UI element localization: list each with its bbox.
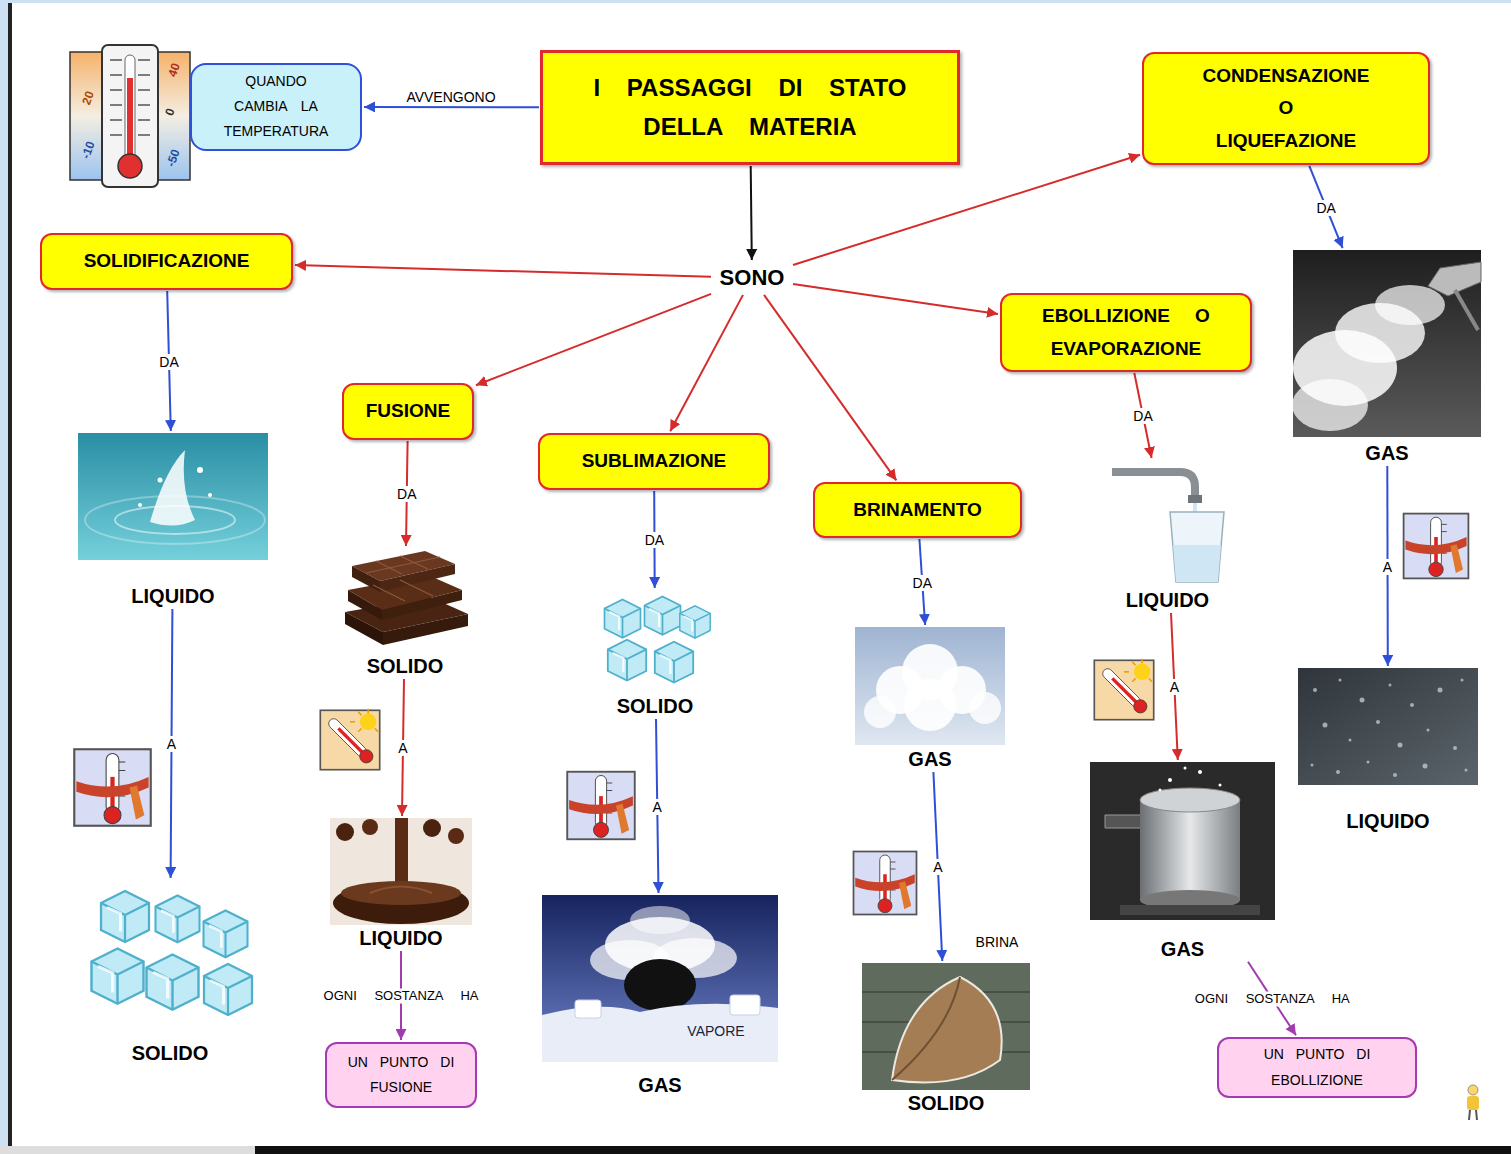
connector-arrow: [751, 166, 752, 260]
connector-arrow: [764, 295, 896, 481]
state-label: LIQUIDO: [1298, 809, 1478, 833]
state-picture: GAS: [855, 627, 1005, 771]
frosted-leaf-picture: [862, 963, 1030, 1090]
link-word: SONO: [712, 262, 792, 294]
hot-thermometer-icon: [1094, 659, 1153, 720]
steam-picture: [1292, 250, 1481, 437]
node-text: I PASSAGGI DI STATO DELLA MATERIA: [573, 69, 927, 146]
state-picture: SOLIDO: [340, 548, 470, 678]
state-picture: SOLIDO: [75, 880, 265, 1065]
process-box: FUSIONE: [342, 383, 474, 440]
property-box: UN PUNTO DI EBOLLIZIONE: [1217, 1037, 1417, 1098]
property-box: UN PUNTO DI FUSIONE: [325, 1042, 477, 1108]
edge-label: A: [1380, 558, 1395, 574]
title-box: I PASSAGGI DI STATO DELLA MATERIA: [540, 50, 960, 165]
picture-label: VAPORE: [687, 1023, 744, 1039]
state-picture: LIQUIDO: [78, 433, 268, 608]
state-picture: SOLIDO: [595, 590, 715, 718]
state-picture: SOLIDO: [862, 963, 1030, 1115]
process-box: BRINAMENTO: [813, 482, 1022, 538]
state-label: LIQUIDO: [78, 584, 268, 608]
connector-arrow: [670, 295, 743, 431]
edge-label: DA: [642, 532, 667, 548]
edge-label: DA: [394, 486, 419, 502]
edge-label: A: [395, 740, 410, 756]
node-text: FUSIONE: [354, 399, 462, 424]
dry-ice-picture: [542, 895, 778, 1062]
state-label: LIQUIDO: [1110, 588, 1225, 612]
cloud-picture: [855, 627, 1005, 745]
state-label: SOLIDO: [340, 654, 470, 678]
state-label: SOLIDO: [75, 1041, 265, 1065]
state-label: GAS: [542, 1073, 778, 1097]
node-text: SUBLIMAZIONE: [550, 449, 758, 474]
tap-glass-picture: [1112, 472, 1224, 582]
cold-thermometer-icon: [567, 772, 635, 840]
state-label: GAS: [855, 747, 1005, 771]
state-label: SOLIDO: [862, 1091, 1030, 1115]
edge-label: A: [164, 736, 179, 752]
node-text: UN PUNTO DI EBOLLIZIONE: [1244, 1042, 1390, 1092]
water-splash-picture: [78, 433, 268, 560]
edge-label: DA: [910, 574, 935, 590]
edge-label: DA: [156, 353, 181, 369]
boiling-pot-picture: [1090, 762, 1275, 920]
rain-drops-picture: [1298, 668, 1478, 785]
node-text: SOLIDIFICAZIONE: [52, 249, 281, 274]
edge-label: DA: [1130, 408, 1155, 424]
edge-label: A: [930, 859, 945, 875]
edge-label: A: [1167, 679, 1182, 695]
chocolate-bar-picture: [345, 551, 468, 645]
node-text: BRINAMENTO: [825, 498, 1010, 523]
state-picture: LIQUIDO: [1298, 668, 1478, 833]
state-picture: LIQUIDO: [1110, 460, 1225, 612]
process-box: SUBLIMAZIONE: [538, 433, 770, 490]
connector-arrow: [364, 106, 539, 108]
edge-label: DA: [1313, 199, 1338, 215]
edge-label: A: [650, 798, 665, 814]
cold-thermometer-icon: [1404, 514, 1469, 579]
state-picture: GAS: [542, 895, 778, 1097]
mascot-figure: [1467, 1085, 1479, 1120]
connector-arrow: [793, 155, 1140, 265]
node-text: CONDENSAZIONE O LIQUEFAZIONE: [1200, 60, 1372, 157]
state-label: GAS: [1293, 441, 1481, 465]
melted-chocolate-picture: [330, 818, 472, 925]
state-label: LIQUIDO: [330, 926, 472, 950]
state-label: GAS: [1090, 937, 1275, 961]
state-label: SOLIDO: [595, 694, 715, 718]
process-box: SOLIDIFICAZIONE: [40, 233, 293, 290]
condition-box: QUANDO CAMBIA LA TEMPERATURA: [190, 63, 362, 151]
cold-thermometer-icon: [854, 852, 917, 915]
picture-label: BRINA: [976, 934, 1019, 950]
process-box: CONDENSAZIONE O LIQUEFAZIONE: [1142, 52, 1430, 165]
edge-label: AVVENGONO: [403, 89, 498, 105]
edge-label: OGNI SOSTANZA HA: [321, 989, 482, 1004]
cold-thermometer-icon: [74, 749, 151, 826]
connector-arrow: [476, 294, 711, 385]
state-picture: GAS: [1090, 762, 1275, 961]
connector-arrow: [1309, 166, 1342, 248]
ice-cubes-picture: [92, 891, 253, 1015]
connector-arrow: [793, 284, 998, 314]
node-text: SONO: [712, 264, 792, 293]
state-picture: LIQUIDO: [330, 818, 472, 950]
connector-arrow: [295, 265, 711, 277]
node-text: EBOLLIZIONE O EVAPORAZIONE: [1023, 300, 1229, 365]
big-thermometer: [70, 45, 190, 187]
state-picture: GAS: [1293, 250, 1481, 465]
process-box: EBOLLIZIONE O EVAPORAZIONE: [1000, 293, 1252, 372]
node-text: UN PUNTO DI FUSIONE: [339, 1050, 463, 1100]
hot-thermometer-icon: [320, 709, 379, 770]
ice-cubes-picture: [605, 597, 711, 683]
node-text: QUANDO CAMBIA LA TEMPERATURA: [220, 69, 332, 145]
edge-label: OGNI SOSTANZA HA: [1192, 992, 1353, 1007]
